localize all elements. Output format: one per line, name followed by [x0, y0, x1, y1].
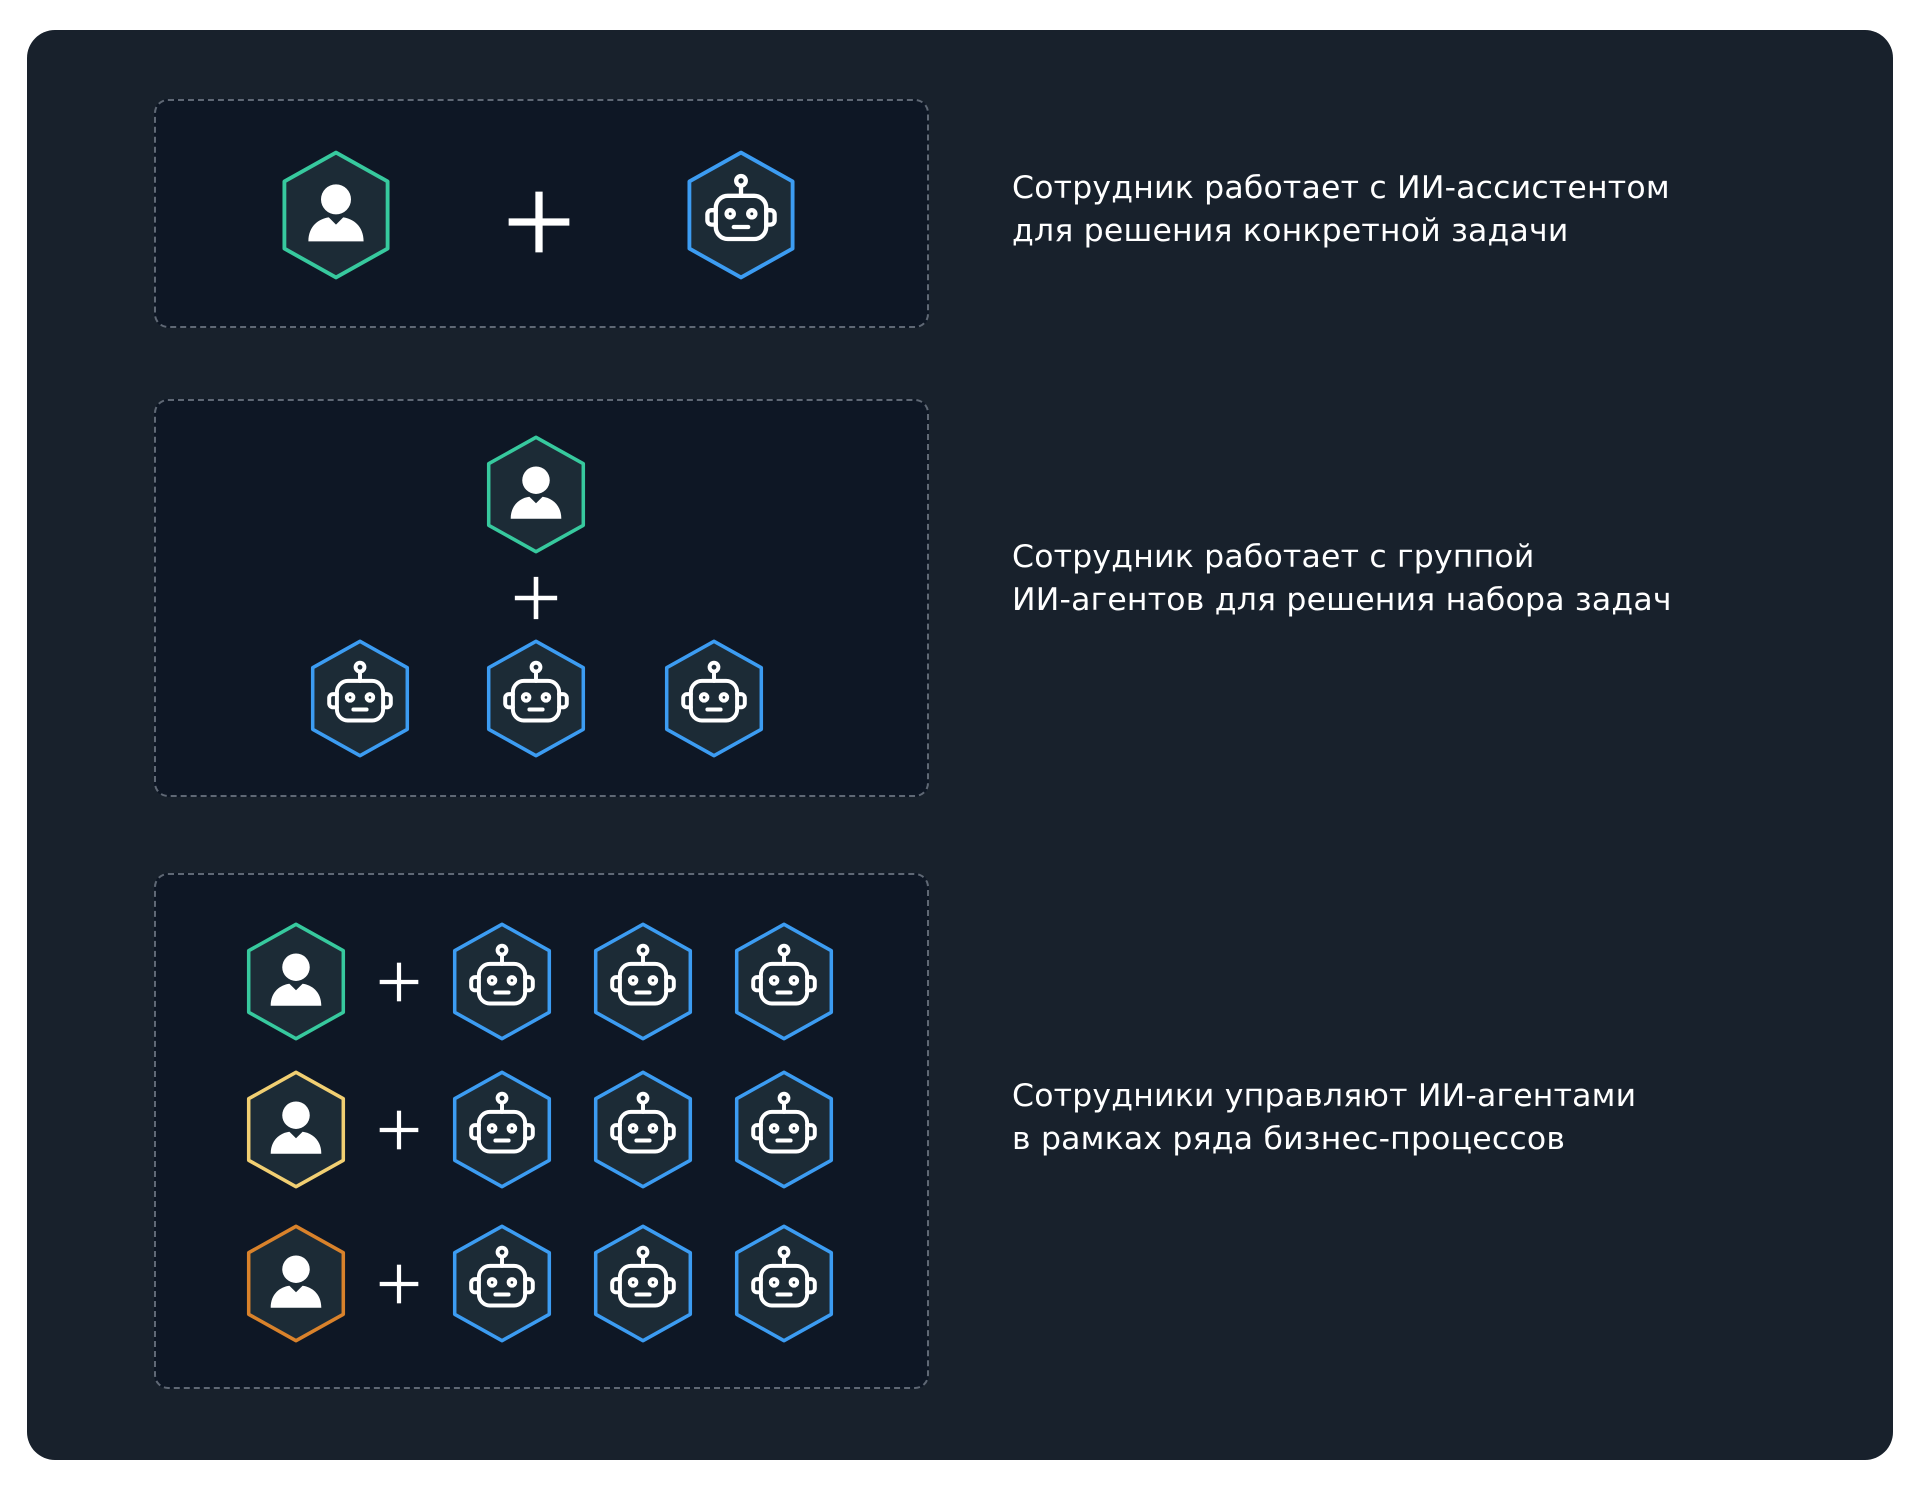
plus-icon — [379, 1110, 419, 1150]
robot-icon — [593, 922, 693, 1041]
robot-icon — [734, 1224, 834, 1343]
plus-icon — [379, 962, 419, 1002]
scenario-1-line-1: Сотрудник работает с ИИ-ассистентом — [1012, 170, 1670, 206]
person-icon — [282, 150, 390, 280]
plus-icon — [379, 1264, 419, 1304]
scenario-2-line-1: Сотрудник работает с группой — [1012, 539, 1535, 575]
robot-icon — [734, 1070, 834, 1189]
scenario-3-line-2: в рамках ряда бизнес-процессов — [1012, 1121, 1566, 1157]
scenario-3-description: Сотрудники управляют ИИ-агентами в рамка… — [1012, 1075, 1892, 1161]
scenario-1-description: Сотрудник работает с ИИ-ассистентом для … — [1012, 167, 1892, 253]
person-icon — [246, 1224, 346, 1343]
robot-icon — [687, 150, 795, 280]
robot-icon — [452, 1070, 552, 1189]
scenario-3-line-1: Сотрудники управляют ИИ-агентами — [1012, 1078, 1637, 1114]
robot-icon — [664, 639, 764, 758]
robot-icon — [452, 922, 552, 1041]
person-icon — [486, 435, 586, 554]
robot-icon — [486, 639, 586, 758]
person-icon — [246, 1070, 346, 1189]
robot-icon — [593, 1224, 693, 1343]
robot-icon — [734, 922, 834, 1041]
scenario-2-description: Сотрудник работает с группой ИИ-агентов … — [1012, 536, 1892, 622]
robot-icon — [593, 1070, 693, 1189]
plus-icon — [508, 191, 570, 253]
person-icon — [246, 922, 346, 1041]
robot-icon — [452, 1224, 552, 1343]
scenario-2-line-2: ИИ-агентов для решения набора задач — [1012, 582, 1672, 618]
plus-icon — [514, 576, 558, 620]
robot-icon — [310, 639, 410, 758]
scenario-1-line-2: для решения конкретной задачи — [1012, 213, 1569, 249]
